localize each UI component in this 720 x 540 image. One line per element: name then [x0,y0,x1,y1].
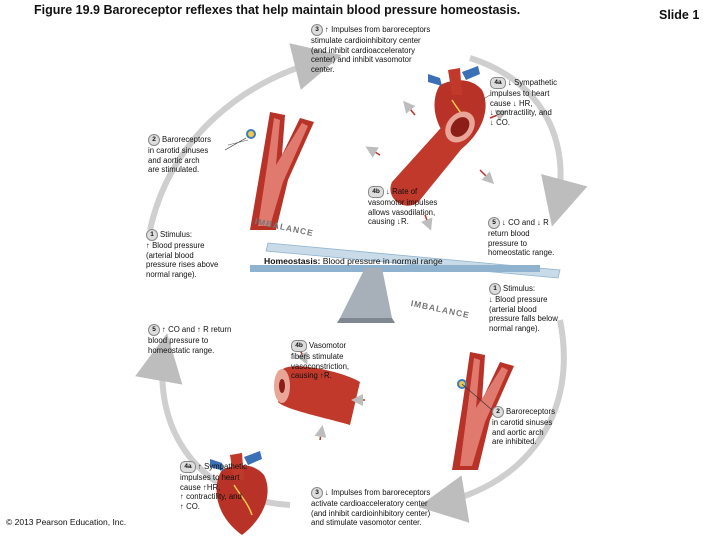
loop-arrow-top-right [469,55,588,227]
slide-number: Slide 1 [659,8,700,22]
copyright-notice: © 2013 Pearson Education, Inc. [6,517,127,527]
top-step-4b-badge: 4b [368,186,384,198]
top-step-3: 3↑ Impulses from baroreceptors stimulate… [311,24,430,74]
loop-arrow-bottom-right [418,319,567,523]
carotid-artery-top [224,112,314,230]
carotid-artery-bottom [452,352,514,470]
top-step-1-badge: 1 [146,229,158,241]
balance-scale [250,242,561,323]
top-step-5-badge: 5 [488,217,500,229]
bottom-step-3-badge: 3 [311,487,323,499]
top-step-3-text: ↑ Impulses from baroreceptors stimulate … [311,25,431,74]
blood-vessel-constricted [274,349,365,441]
bottom-step-2-text: Baroreceptors in carotid sinuses and aor… [492,407,555,447]
heart-bottom [210,451,268,535]
blood-vessel-dilated [365,100,508,231]
top-step-4a-text: ↓ Sympathetic impulses to heart cause ↓ … [490,78,557,127]
bottom-step-4b-badge: 4b [291,340,307,352]
homeostasis-value: Blood pressure in normal range [320,256,443,266]
bottom-step-1-badge: 1 [489,283,501,295]
bottom-step-2-badge: 2 [492,406,504,418]
top-step-4a-badge: 4a [490,77,506,89]
bottom-step-4b-text: Vasomotor fibers stimulate vasoconstrict… [291,341,350,381]
bottom-step-4a: 4a↑ Sympathetic impulses to heart cause … [180,461,247,511]
top-step-5: 5↓ CO and ↓ R return blood pressure to h… [488,217,554,258]
bottom-step-4a-text: ↑ Sympathetic impulses to heart cause ↑H… [180,462,247,511]
bottom-step-5-badge: 5 [148,324,160,336]
top-step-4b: 4b↓ Rate of vasomotor impulses allows va… [368,186,437,227]
top-step-4b-text: ↓ Rate of vasomotor impulses allows vaso… [368,187,438,227]
homeostasis-title: Homeostasis: [264,256,321,266]
top-step-2-badge: 2 [148,134,160,146]
bottom-step-5: 5↑ CO and ↑ R return blood pressure to h… [148,324,231,355]
top-step-5-text: ↓ CO and ↓ R return blood pressure to ho… [488,218,555,258]
top-step-2-text: Baroreceptors in carotid sinuses and aor… [148,135,211,175]
homeostasis-label: Homeostasis: Blood pressure in normal ra… [264,256,443,266]
loop-arrow-top-left [147,43,342,231]
top-step-3-badge: 3 [311,24,323,36]
bottom-step-3-text: ↓ Impulses from baroreceptors activate c… [311,488,431,528]
bottom-step-3: 3↓ Impulses from baroreceptors activate … [311,487,430,528]
bottom-step-5-text: ↑ CO and ↑ R return blood pressure to ho… [148,325,232,355]
top-step-1-text: Stimulus: ↑ Blood pressure (arterial blo… [146,230,219,279]
figure-title: Figure 19.9 Baroreceptor reflexes that h… [34,3,521,17]
bottom-step-1-text: Stimulus: ↓ Blood pressure (arterial blo… [489,284,558,333]
bottom-step-4a-badge: 4a [180,461,196,473]
top-step-4a: 4a↓ Sympathetic impulses to heart cause … [490,77,557,127]
